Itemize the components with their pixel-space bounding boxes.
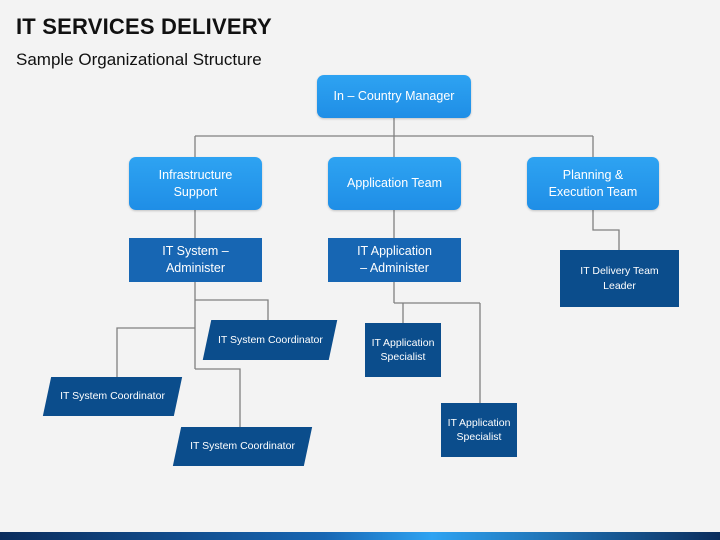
it-system-coordinator-box: IT System Coordinator [172, 427, 313, 466]
it-application-specialist-box: IT Application Specialist [365, 323, 441, 377]
planning-execution-team-box: Planning & Execution Team [527, 157, 659, 210]
manager-box: In – Country Manager [317, 75, 471, 118]
bottom-accent-bar [0, 532, 720, 540]
it-system-coordinator-box: IT System Coordinator [42, 377, 183, 416]
page-title: IT SERVICES DELIVERY [16, 14, 272, 39]
page-subtitle: Sample Organizational Structure [16, 50, 262, 69]
it-application-specialist-label: IT Application Specialist [371, 336, 435, 363]
it-delivery-team-leader-box: IT Delivery Team Leader [560, 250, 679, 307]
it-application-administer-label: IT Application – Administer [357, 244, 432, 275]
application-team-label: Application Team [347, 176, 442, 191]
it-application-specialist-box: IT Application Specialist [441, 403, 517, 457]
it-system-administer-box: IT System – Administer [129, 238, 262, 282]
it-system-coordinator-box: IT System Coordinator [202, 320, 338, 360]
it-system-coordinator-label: IT System Coordinator [190, 440, 295, 453]
infrastructure-support-label: Infrastructure Support [158, 167, 233, 199]
manager-label: In – Country Manager [333, 89, 455, 104]
it-application-administer-box: IT Application – Administer [328, 238, 461, 282]
it-application-specialist-label: IT Application Specialist [447, 416, 511, 443]
it-delivery-team-leader-label: IT Delivery Team Leader [580, 265, 659, 292]
it-system-coordinator-label: IT System Coordinator [217, 333, 323, 346]
it-system-administer-label: IT System – Administer [162, 244, 229, 275]
it-system-coordinator-label: IT System Coordinator [60, 390, 165, 403]
planning-execution-team-label: Planning & Execution Team [548, 167, 638, 199]
application-team-box: Application Team [328, 157, 461, 210]
infrastructure-support-box: Infrastructure Support [129, 157, 262, 210]
